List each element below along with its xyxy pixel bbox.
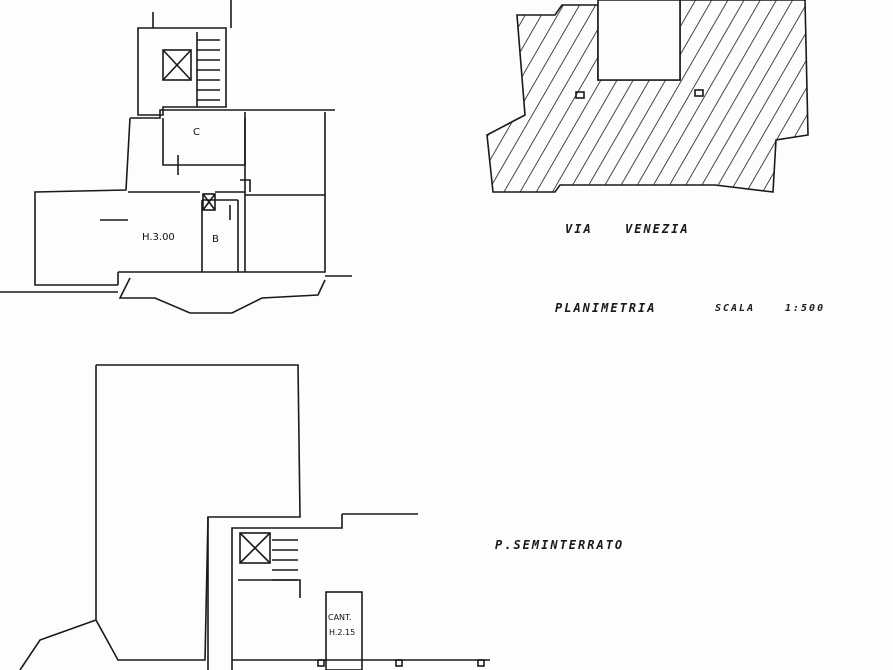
room-label-c: C [193,127,200,138]
hatch-notch-left [575,91,585,99]
cellar-label: CANT. [328,613,352,622]
upper-floor-plan [0,0,352,314]
hatch-notch-right [694,89,704,97]
basement-title: P.SEMINTERRATO [495,538,625,552]
street-label-name: VENEZIA [625,222,690,236]
room-height-label: H.3.00 [142,232,175,243]
basement-floor-plan [19,364,490,670]
hatched-building-block [486,0,809,193]
scale-label: SCALA [715,303,756,314]
street-label-via: VIA [565,222,593,236]
room-label-b: B [212,234,219,245]
plan-title: PLANIMETRIA [555,301,657,315]
courtyard-outline [597,0,681,81]
scale-ratio: 1:500 [785,303,826,314]
cellar-height-label: H.2.15 [329,628,356,637]
